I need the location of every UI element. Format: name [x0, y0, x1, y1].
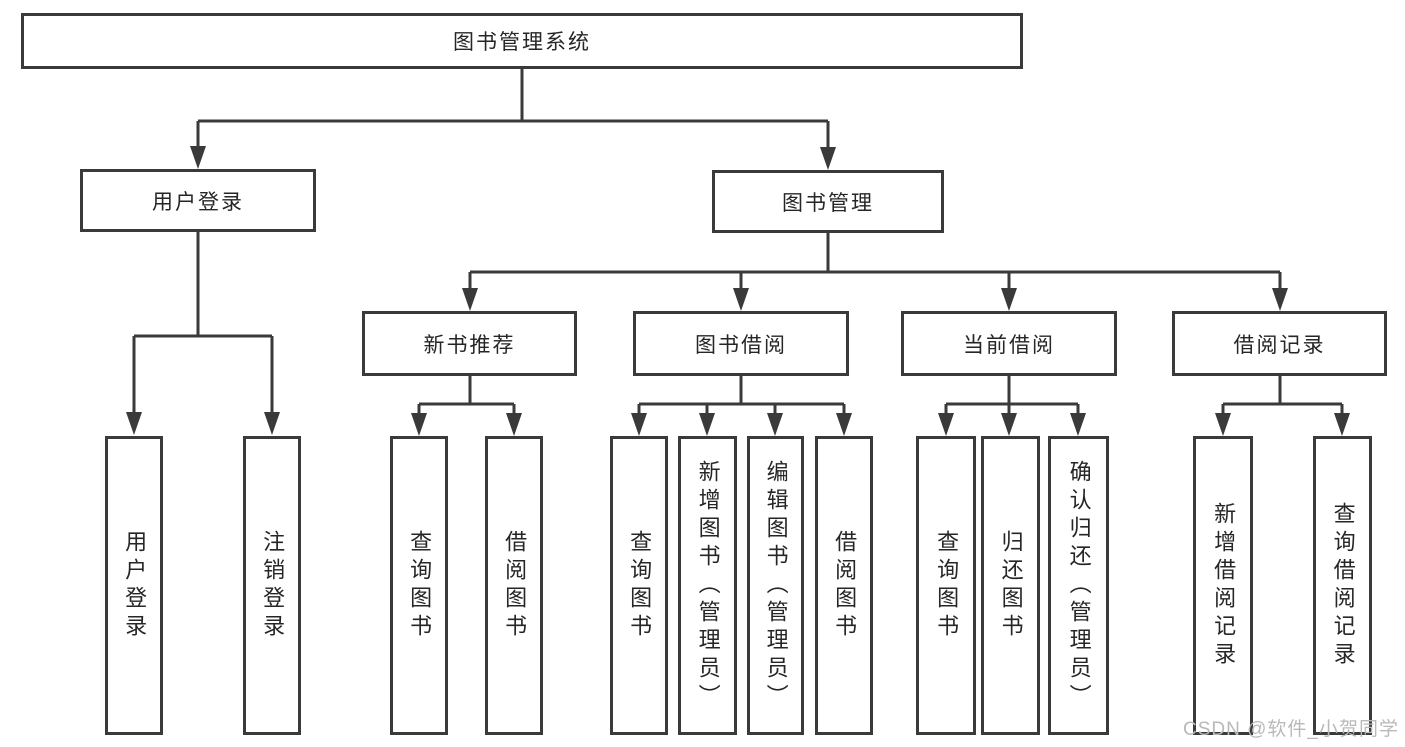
leaf-add-borrow-record: 新增借阅记录 — [1193, 436, 1253, 735]
leaf-confirm-return-admin: 确认归还（管理员） — [1048, 436, 1109, 735]
leaf-borrow-books-borrowing: 借阅图书 — [815, 436, 873, 735]
leaf-add-book-admin: 新增图书（管理员） — [678, 436, 737, 735]
node-book-management: 图书管理 — [712, 170, 944, 233]
node-book-borrowing: 图书借阅 — [633, 311, 849, 376]
leaf-edit-book-admin: 编辑图书（管理员） — [747, 436, 804, 735]
leaf-logout: 注销登录 — [243, 436, 301, 735]
leaf-borrow-books-recommendation: 借阅图书 — [485, 436, 543, 735]
leaf-query-books-current: 查询图书 — [916, 436, 976, 735]
node-library-management-system: 图书管理系统 — [21, 13, 1023, 69]
leaf-query-books-borrowing: 查询图书 — [610, 436, 668, 735]
leaf-user-login: 用户登录 — [105, 436, 163, 735]
leaf-query-books-recommendation: 查询图书 — [390, 436, 448, 735]
node-borrowing-records: 借阅记录 — [1172, 311, 1387, 376]
csdn-watermark: CSDN @软件_小贺同学 — [1183, 719, 1399, 740]
leaf-return-book: 归还图书 — [981, 436, 1040, 735]
node-current-borrowing: 当前借阅 — [901, 311, 1117, 376]
leaf-query-borrow-record: 查询借阅记录 — [1313, 436, 1372, 735]
node-new-book-recommendation: 新书推荐 — [362, 311, 577, 376]
node-user-login-branch: 用户登录 — [80, 169, 316, 232]
